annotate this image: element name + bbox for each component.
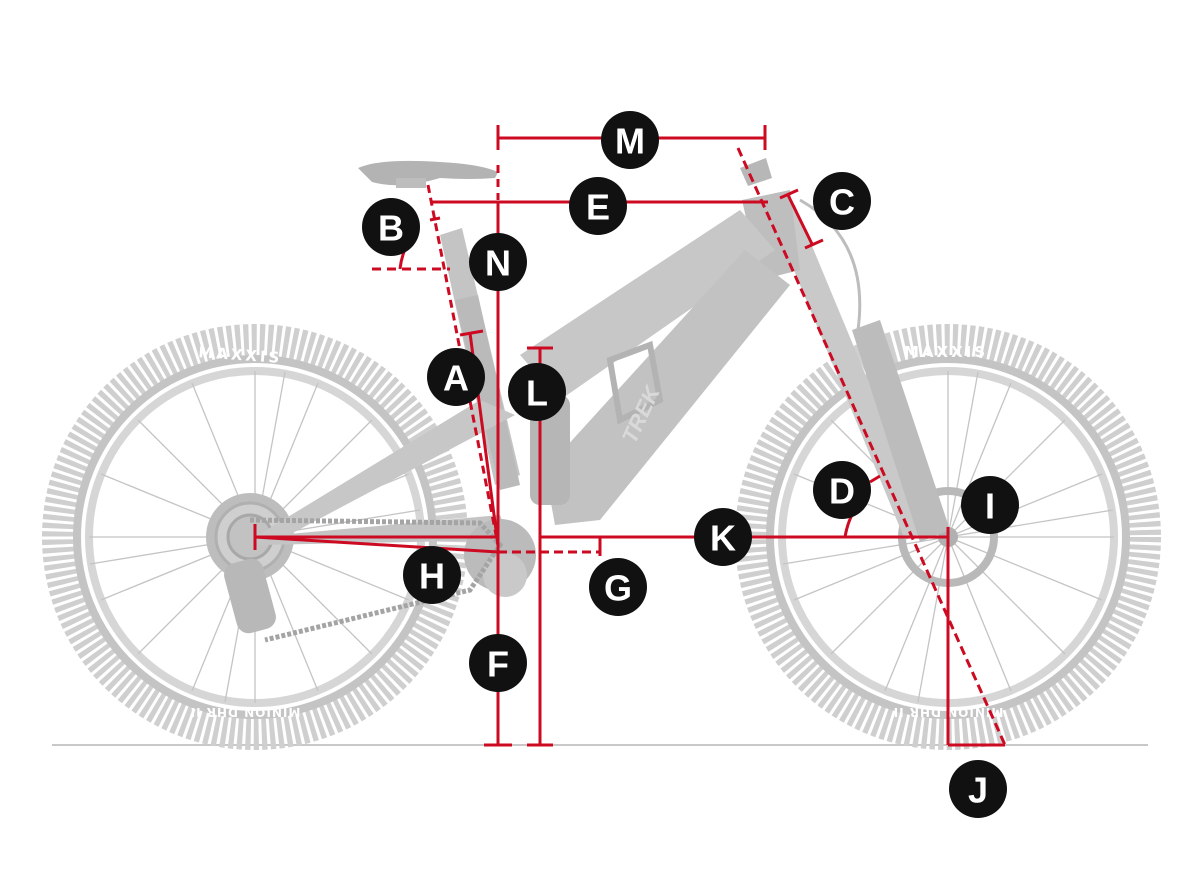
rear-tire-brand: MAXXIS	[198, 343, 283, 367]
svg-text:M: M	[615, 121, 645, 162]
dim-h-line	[254, 535, 499, 554]
svg-text:J: J	[968, 770, 988, 811]
svg-text:B: B	[378, 208, 404, 249]
marker-f: F	[469, 634, 527, 692]
front-tire-brand: MAXXIS	[904, 343, 988, 361]
marker-i: I	[961, 476, 1019, 534]
marker-c: C	[813, 172, 871, 230]
marker-m: M	[601, 111, 659, 169]
svg-text:N: N	[485, 243, 511, 284]
marker-a: A	[427, 348, 485, 406]
svg-text:C: C	[829, 182, 855, 223]
marker-l: L	[508, 363, 566, 421]
marker-h: H	[403, 546, 461, 604]
svg-text:A: A	[443, 358, 469, 399]
svg-text:L: L	[526, 373, 548, 414]
marker-d: D	[813, 461, 871, 519]
marker-n: N	[469, 233, 527, 291]
dim-steering-axis	[736, 147, 1007, 746]
svg-text:E: E	[586, 187, 610, 228]
marker-e: E	[569, 177, 627, 235]
svg-text:F: F	[487, 644, 509, 685]
marker-j: J	[949, 760, 1007, 818]
marker-k: K	[694, 508, 752, 566]
svg-text:G: G	[604, 568, 632, 609]
svg-text:K: K	[710, 518, 736, 559]
rear-tire-model: MINION DHR II	[190, 705, 301, 719]
svg-text:D: D	[829, 471, 855, 512]
svg-text:H: H	[419, 556, 445, 597]
svg-text:I: I	[985, 486, 995, 527]
marker-b: B	[362, 198, 420, 256]
marker-g: G	[589, 558, 647, 616]
